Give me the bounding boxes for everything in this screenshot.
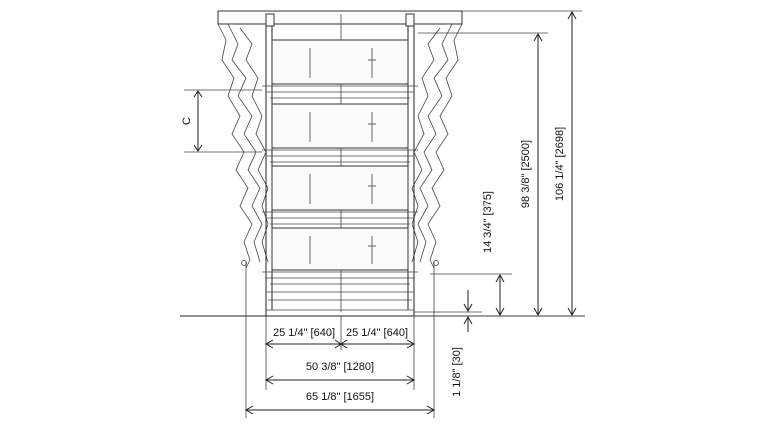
dim-label-w-right: 25 1/4" [640]: [346, 327, 408, 339]
right-side-profile: [411, 23, 463, 269]
drawer-module-3: [262, 165, 418, 225]
dim-label-h-small: 1 1/8" [30]: [451, 347, 463, 397]
drawer-module-1: [262, 39, 418, 99]
dimension-w-inner: [264, 375, 416, 385]
dim-label-w-inner: 50 3/8" [1280]: [306, 361, 374, 373]
dim-extension-lines: [414, 10, 585, 317]
bottom-extension-lines: [241, 260, 439, 418]
dimension-w-halves: [264, 339, 416, 349]
dimension-c: [184, 89, 262, 153]
dim-label-h-total: 106 1/4" [2698]: [554, 127, 566, 201]
top-cap: [217, 10, 463, 25]
dim-label-w-left: 25 1/4" [640]: [273, 327, 335, 339]
dim-label-h-mid: 14 3/4" [375]: [482, 191, 494, 253]
drawer-module-2: [262, 103, 418, 163]
base-plate: [266, 291, 414, 311]
dimension-w-outer: [244, 405, 436, 415]
dimension-h-small: [463, 290, 473, 332]
drawer-module-4: [262, 227, 418, 285]
dim-label-c: C: [181, 117, 193, 125]
dim-label-h-upper: 98 3/8" [2500]: [520, 140, 532, 208]
dimension-h-upper: [533, 32, 543, 317]
dimension-h-mid: [495, 273, 505, 317]
left-side-profile: [217, 23, 269, 269]
dimension-h-total: [567, 10, 577, 317]
dim-label-w-outer: 65 1/8" [1655]: [306, 391, 374, 403]
